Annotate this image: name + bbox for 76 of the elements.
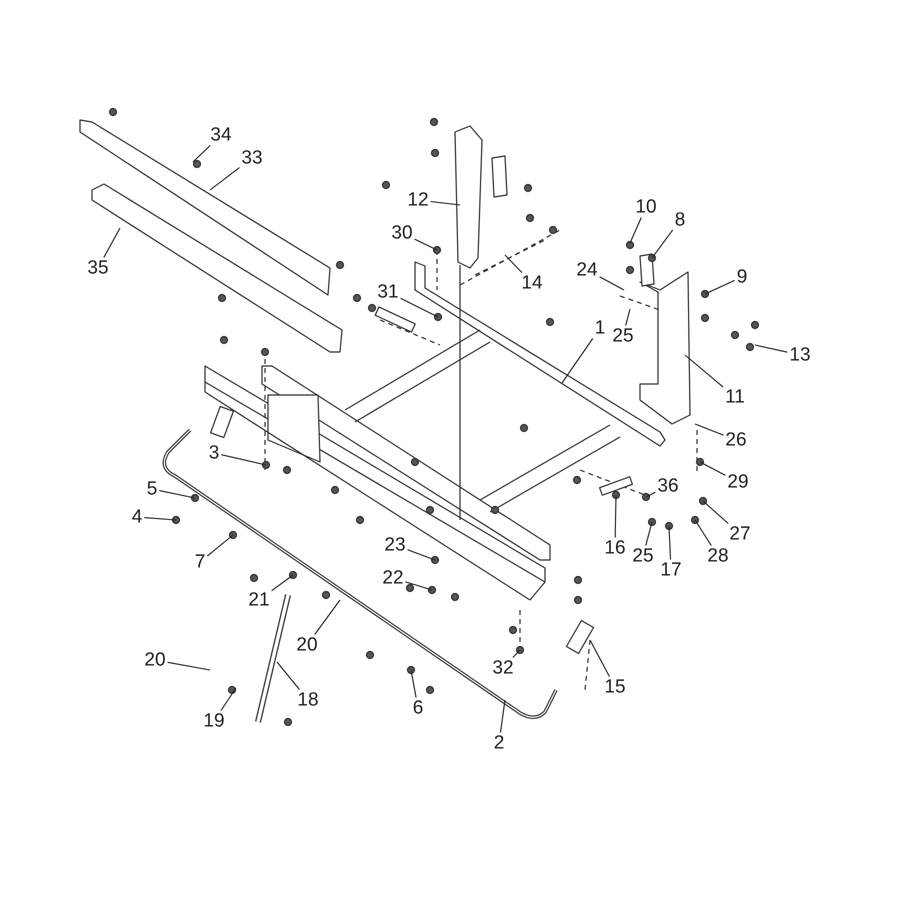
callout-number: 12	[405, 190, 431, 210]
leader-line	[414, 238, 438, 250]
callout-number: 23	[382, 534, 408, 556]
leader-line	[625, 308, 631, 326]
callout-number: 25	[610, 326, 636, 346]
leader-line	[590, 640, 610, 677]
leader-line	[144, 517, 176, 521]
callout-number: 11	[723, 386, 747, 408]
leader-line	[206, 534, 234, 556]
callout-number: 5	[144, 478, 160, 500]
leader-line	[210, 167, 240, 190]
callout-number: 24	[574, 260, 600, 280]
leader-line	[614, 494, 617, 538]
callout-number: 2	[492, 732, 506, 754]
callout-number: 31	[375, 282, 401, 302]
leader-line	[220, 688, 236, 711]
leader-line	[704, 280, 735, 294]
callout-number: 36	[655, 476, 681, 496]
leader-line	[754, 344, 788, 353]
callout-number: 7	[192, 552, 208, 572]
leader-line	[192, 145, 210, 162]
callout-number: 10	[633, 196, 659, 218]
leader-line	[694, 520, 712, 546]
leader-line	[700, 462, 726, 476]
callout-number: 18	[295, 690, 321, 710]
callout-number: 15	[602, 676, 628, 698]
leader-line	[314, 600, 340, 635]
leader-line	[694, 423, 724, 436]
callout-number: 28	[705, 546, 731, 566]
leader-line	[400, 298, 438, 318]
callout-number: 13	[787, 344, 813, 366]
callout-number: 29	[725, 472, 751, 492]
leader-line	[276, 662, 300, 690]
callout-number: 21	[246, 590, 272, 610]
callout-number: 30	[389, 222, 415, 244]
leader-line	[407, 549, 436, 561]
leader-line	[405, 581, 432, 591]
callout-number: 1	[592, 318, 608, 338]
leader-line	[430, 200, 460, 206]
callout-number: 6	[410, 698, 426, 718]
leader-line	[159, 490, 196, 499]
callout-number: 20	[294, 634, 320, 656]
callout-number: 9	[734, 266, 750, 288]
leader-line	[668, 526, 672, 560]
leader-line	[500, 700, 506, 733]
callout-number: 22	[380, 568, 406, 588]
callout-number: 33	[239, 148, 265, 168]
callout-number: 16	[602, 538, 628, 558]
callout-number: 25	[630, 546, 656, 566]
callout-number: 3	[206, 442, 222, 464]
leader-line	[103, 228, 120, 258]
callout-number: 14	[519, 272, 545, 294]
leader-line	[410, 670, 417, 698]
leader-line	[221, 454, 266, 466]
callout-number: 20	[142, 650, 168, 670]
callout-number: 35	[85, 258, 111, 278]
callout-number: 19	[201, 710, 227, 732]
callout-number: 32	[490, 658, 516, 678]
callout-number: 27	[727, 524, 753, 544]
leader-line	[167, 662, 210, 671]
callout-number: 4	[130, 506, 144, 528]
leader-line	[646, 492, 656, 498]
callout-number: 17	[658, 560, 684, 580]
leader-line	[652, 230, 674, 258]
callout-number: 34	[208, 124, 234, 146]
leader-line	[645, 522, 653, 546]
leader-line	[512, 650, 520, 658]
leader-line	[562, 338, 594, 384]
leader-line	[684, 354, 724, 388]
leader-line	[504, 254, 522, 273]
leader-line	[271, 574, 294, 592]
leader-line	[702, 500, 729, 524]
callout-number: 8	[672, 210, 688, 230]
leader-line	[599, 276, 624, 290]
leader-line	[630, 217, 642, 244]
callout-number: 26	[723, 430, 749, 450]
